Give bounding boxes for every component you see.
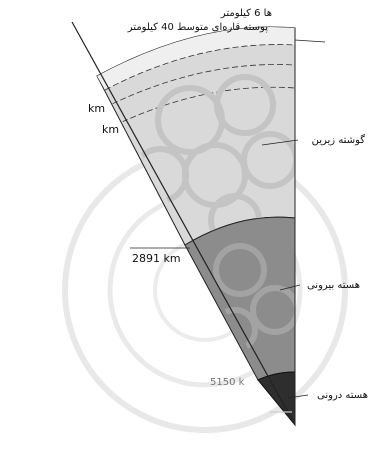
label-crust-continental: پوسته قاره‌ای متوسط 40 کیلومتر: [127, 22, 268, 33]
outer-core-region: [185, 217, 295, 380]
label-top-right: ها 6 کیلومتر: [220, 8, 272, 19]
label-depth-2891: 2891 km: [132, 252, 181, 265]
label-lower-mantle: گوشته زیرین: [312, 134, 366, 146]
label-km-2: km: [102, 123, 119, 136]
leader-top: [295, 40, 325, 42]
label-km-1: km: [88, 102, 105, 115]
label-inner-core: هسته درونی: [317, 390, 368, 401]
label-depth-5150: 5150 k: [210, 377, 245, 388]
label-outer-core: هسته بیرونی: [307, 280, 360, 291]
